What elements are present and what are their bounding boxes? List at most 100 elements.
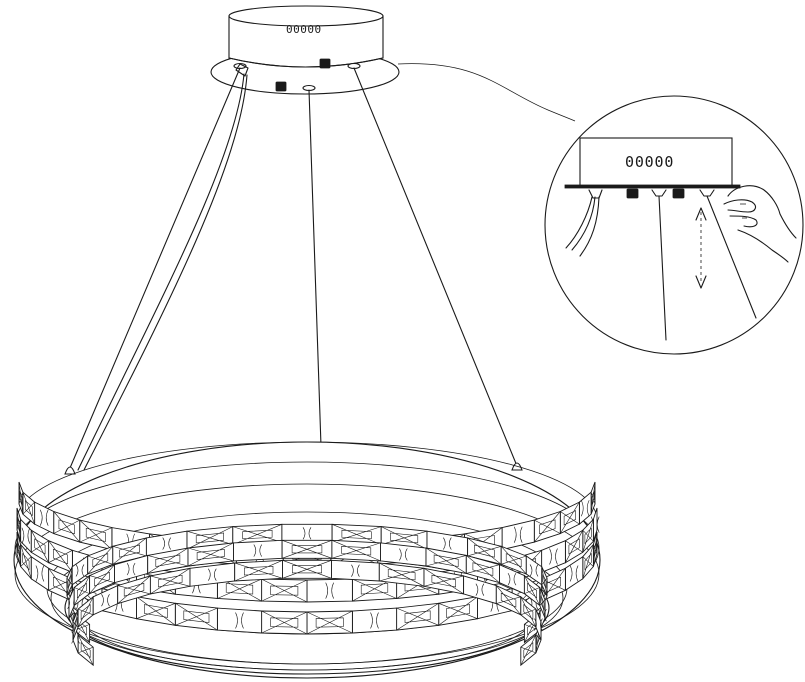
crystal-facet — [381, 526, 428, 550]
crystal-facet — [370, 612, 379, 629]
crystal-facet — [39, 509, 49, 526]
crystal-facet — [569, 565, 579, 582]
crystal-block — [306, 578, 353, 603]
crystal-facet — [281, 540, 333, 559]
crystal-facet — [582, 519, 594, 553]
detail-cable-right — [706, 195, 757, 319]
detail-cable-center — [658, 195, 667, 341]
crystal-facet — [565, 530, 584, 563]
crystal-facet — [513, 526, 523, 543]
crystal-facet — [72, 609, 79, 641]
crystal-rows — [16, 481, 600, 667]
crystal-facet — [443, 537, 452, 550]
crystal-facet — [48, 540, 73, 573]
crystal-facet — [16, 531, 21, 567]
crystal-facet — [101, 594, 110, 607]
crystal-facet — [507, 573, 517, 586]
crystal-facet — [187, 542, 234, 567]
crystal-facet — [186, 526, 233, 550]
detail-canopy-body — [579, 137, 733, 187]
crystal-facet — [396, 603, 439, 631]
crystal-facet — [351, 564, 360, 577]
crystal-facet — [524, 575, 541, 606]
ceiling-canopy: 00000 — [210, 5, 400, 95]
crystal-facet — [20, 544, 32, 579]
crystal-facet — [467, 537, 502, 565]
crystal-facet — [582, 544, 594, 579]
crystal-facet — [75, 564, 85, 577]
crystal-facet — [466, 555, 500, 583]
crystal-facet — [425, 547, 467, 574]
crystal-facet — [529, 564, 539, 577]
crystal-facet — [593, 531, 598, 567]
power-wire-2 — [83, 74, 248, 471]
crystal-facet — [35, 565, 45, 582]
screw-cap-left — [275, 81, 287, 92]
crystal-block — [216, 607, 263, 634]
crystal-facet — [282, 560, 332, 579]
crystal-facet — [534, 511, 561, 543]
detail-magnifier-circle — [544, 95, 804, 355]
crystal-facet — [423, 568, 464, 595]
detail-mounting-plate — [564, 184, 741, 189]
crystal-facet — [580, 500, 590, 517]
crystal-facet — [234, 560, 283, 582]
crystal-facet — [534, 618, 543, 631]
crystal-block — [351, 607, 398, 634]
crystal-block — [578, 491, 592, 526]
crystal-facet — [331, 540, 381, 562]
wire-strain-relief — [235, 63, 249, 77]
crystal-facet — [325, 582, 334, 599]
crystal-facet — [136, 596, 176, 626]
crystal-facet — [520, 634, 537, 666]
crystal-facet — [22, 492, 35, 525]
crystal-facet — [53, 511, 80, 543]
screw-cap-right — [319, 58, 331, 69]
crystal-facet — [66, 566, 73, 597]
crystal-facet — [590, 481, 596, 515]
crystal-facet — [261, 578, 308, 603]
crystal-facet — [117, 575, 151, 604]
crystal-facet — [87, 546, 114, 575]
crystal-facet — [253, 544, 263, 557]
crystal-facet — [500, 546, 527, 575]
crystal-facet — [150, 568, 191, 595]
crystal-facet — [261, 610, 308, 635]
crystal-facet — [77, 634, 94, 666]
crystal-facet — [306, 610, 353, 635]
crystal-facet — [18, 481, 24, 515]
crystal-facet — [379, 562, 425, 587]
cable-center — [308, 89, 322, 447]
crystal-facet — [126, 562, 136, 576]
cable-left — [69, 67, 241, 469]
crystal-facet — [175, 603, 218, 631]
crystal-facet — [331, 524, 382, 545]
canopy-label: 00000 — [286, 23, 322, 36]
crystal-facet — [235, 612, 244, 629]
suspension-cables — [64, 67, 523, 579]
crystal-facet — [21, 527, 31, 544]
crystal-facet — [560, 501, 580, 534]
crystal-facet — [79, 519, 113, 550]
crystal-facet — [302, 527, 312, 540]
detail-callout: 00000 — [397, 63, 804, 355]
crystal-facet — [475, 583, 485, 596]
crystal-block — [233, 539, 283, 562]
crystal-facet — [520, 596, 537, 628]
crystal-facet — [77, 596, 94, 628]
crystal-block — [331, 559, 380, 582]
crystal-facet — [399, 548, 408, 561]
crystal-facet — [16, 507, 21, 542]
crystal-facet — [232, 524, 283, 545]
crystal-block — [281, 523, 333, 543]
crystal-facet — [73, 575, 90, 606]
callout-leader-line — [397, 63, 576, 122]
power-wire-1 — [77, 73, 245, 471]
crystal-facet — [147, 547, 189, 574]
crystal-facet — [541, 566, 548, 597]
crystal-facet — [539, 587, 546, 619]
crystal-facet — [549, 548, 558, 565]
hand-icon — [723, 185, 797, 263]
crystal-facet — [30, 530, 49, 563]
crystal-ring — [13, 441, 601, 679]
